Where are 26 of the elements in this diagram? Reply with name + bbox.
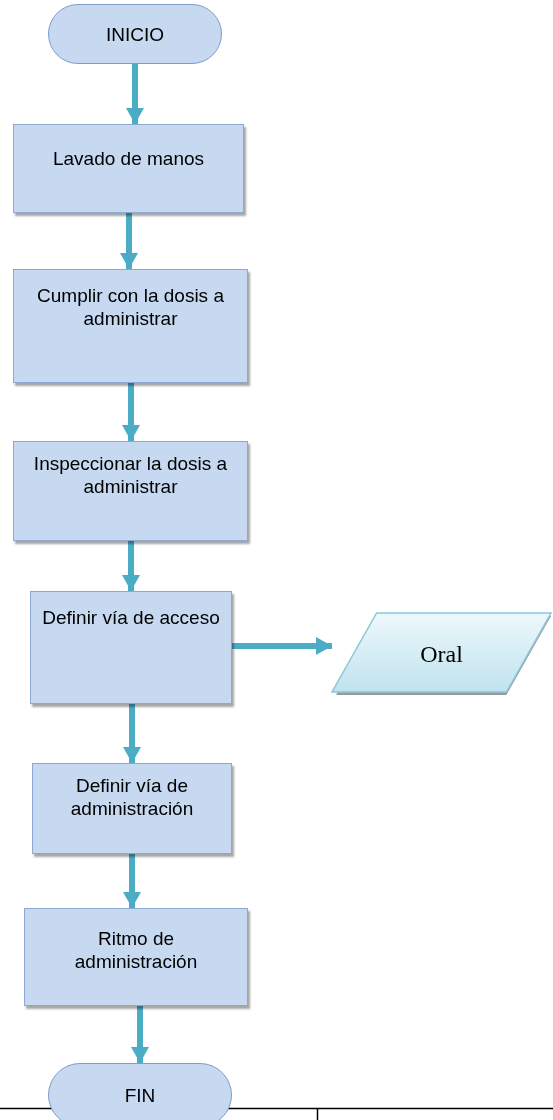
arrow xyxy=(123,854,141,908)
process-box xyxy=(13,441,248,541)
arrow xyxy=(131,1006,149,1063)
process-box xyxy=(30,591,232,704)
node-label: Ritmo de administración xyxy=(73,927,199,973)
arrow xyxy=(122,383,140,441)
process-box xyxy=(13,124,244,213)
arrow xyxy=(126,64,144,124)
process-box xyxy=(32,763,232,854)
arrow xyxy=(232,637,332,655)
terminal-shape xyxy=(48,4,222,64)
node-label: Cumplir con la dosis a administrar xyxy=(36,284,225,330)
arrow xyxy=(120,213,138,269)
node-label: Inspeccionar la dosis a administrar xyxy=(32,452,229,498)
node-label: Lavado de manos xyxy=(52,147,205,170)
node-label: Definir vía de administración xyxy=(69,774,195,820)
node-label: INICIO xyxy=(105,22,165,46)
node-label: FIN xyxy=(124,1083,156,1107)
node-label: Oral xyxy=(420,643,463,666)
process-box xyxy=(24,908,248,1006)
process-box xyxy=(13,269,248,383)
data-parallelogram xyxy=(330,612,553,697)
arrow xyxy=(122,541,140,591)
terminal-shape xyxy=(48,1063,232,1120)
arrow xyxy=(123,704,141,763)
node-label: Definir vía de acceso xyxy=(42,606,220,629)
